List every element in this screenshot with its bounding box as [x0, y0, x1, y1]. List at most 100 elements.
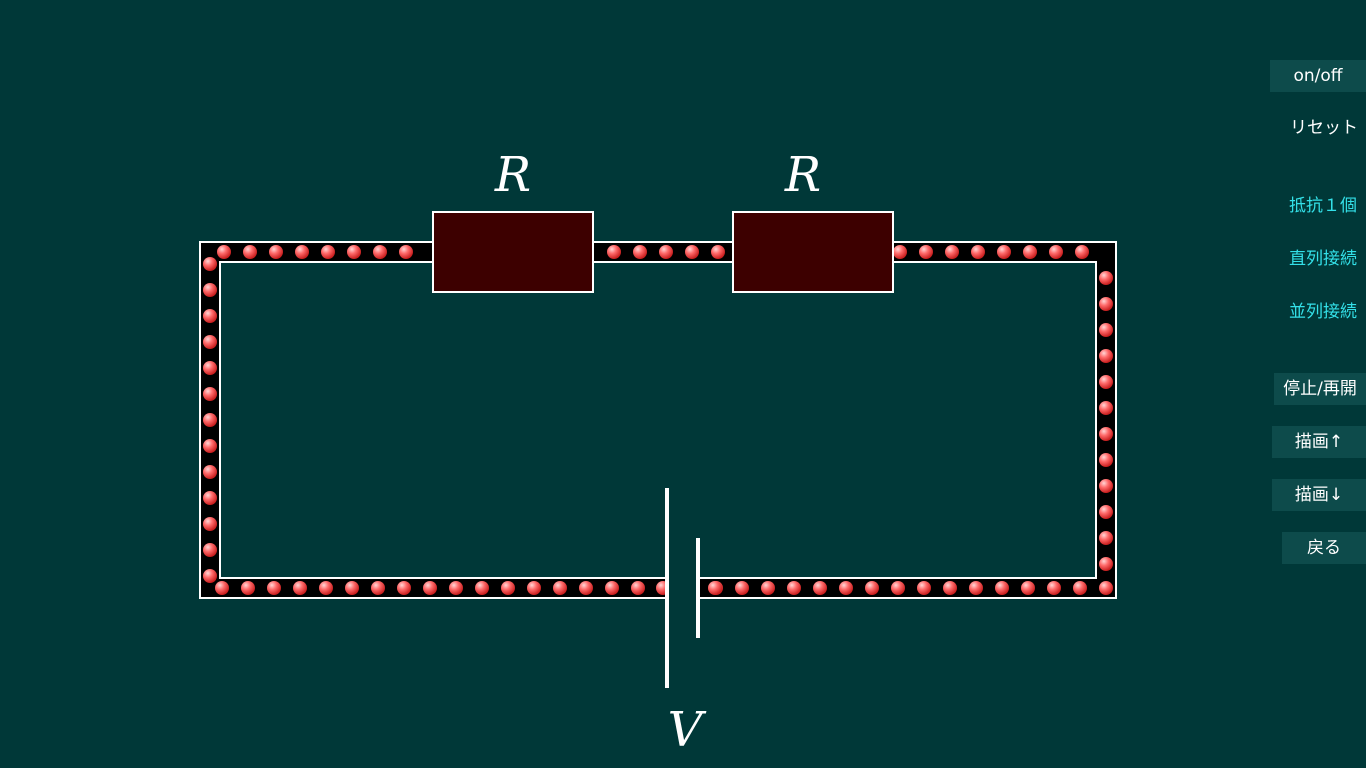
electron [267, 581, 281, 595]
electron [203, 569, 217, 583]
electron [1099, 581, 1113, 595]
electron [241, 581, 255, 595]
wire-inner-border [219, 261, 1097, 579]
electron [243, 245, 257, 259]
electron [397, 581, 411, 595]
electron [553, 581, 567, 595]
electron [1099, 297, 1113, 311]
electron [659, 245, 673, 259]
electron [708, 581, 722, 595]
electron [203, 283, 217, 297]
electron [203, 491, 217, 505]
resistor-2-label: R [784, 147, 821, 203]
electron [371, 581, 385, 595]
electron [423, 581, 437, 595]
battery-gap [669, 572, 696, 602]
electron [293, 581, 307, 595]
electron [1099, 401, 1113, 415]
electron [1099, 323, 1113, 337]
electron [839, 581, 853, 595]
electron [1099, 375, 1113, 389]
electron [269, 245, 283, 259]
electron [203, 465, 217, 479]
electron [605, 581, 619, 595]
electron [475, 581, 489, 595]
electron [995, 581, 1009, 595]
back-button[interactable]: 戻る [1282, 532, 1366, 564]
electron [319, 581, 333, 595]
electron [865, 581, 879, 595]
electron [347, 245, 361, 259]
electron [203, 413, 217, 427]
electron [631, 581, 645, 595]
electron [1099, 505, 1113, 519]
one-resistor-button[interactable]: 抵抗１個 [1280, 190, 1366, 222]
electron [449, 581, 463, 595]
draw-up-button[interactable]: 描画↑ [1272, 426, 1366, 458]
on-off-button[interactable]: on/off [1270, 60, 1366, 92]
electron [203, 335, 217, 349]
electron [203, 309, 217, 323]
electron [971, 245, 985, 259]
electron [321, 245, 335, 259]
electron [1073, 581, 1087, 595]
resistor-1 [432, 211, 594, 293]
electron [761, 581, 775, 595]
battery-label: V [668, 702, 707, 758]
resistor-1-label: R [494, 147, 531, 203]
electron [893, 245, 907, 259]
electron [579, 581, 593, 595]
electron [945, 245, 959, 259]
electron [203, 439, 217, 453]
electron [607, 245, 621, 259]
electron [1099, 427, 1113, 441]
electron [203, 387, 217, 401]
electron [1099, 557, 1113, 571]
series-connection-button[interactable]: 直列接続 [1280, 243, 1366, 275]
wire-band [201, 243, 1115, 597]
electron [1099, 453, 1113, 467]
electron [373, 245, 387, 259]
electron [295, 245, 309, 259]
electron [685, 245, 699, 259]
electron [943, 581, 957, 595]
electron [1021, 581, 1035, 595]
electron [1023, 245, 1037, 259]
electron [345, 581, 359, 595]
resistor-2 [732, 211, 894, 293]
electron [711, 245, 725, 259]
electron [813, 581, 827, 595]
electron [527, 581, 541, 595]
electron [787, 581, 801, 595]
electron [1049, 245, 1063, 259]
electron [203, 543, 217, 557]
draw-down-button[interactable]: 描画↓ [1272, 479, 1366, 511]
electron [891, 581, 905, 595]
electron [215, 581, 229, 595]
electron [633, 245, 647, 259]
electron [399, 245, 413, 259]
electron [1099, 531, 1113, 545]
electron [1099, 479, 1113, 493]
electron [997, 245, 1011, 259]
electron [203, 361, 217, 375]
electron [1099, 349, 1113, 363]
electron [917, 581, 931, 595]
wire-outer-border [199, 241, 1117, 599]
electron [969, 581, 983, 595]
electron [1075, 245, 1089, 259]
electron [1099, 271, 1113, 285]
electron [735, 581, 749, 595]
electron [203, 517, 217, 531]
electron [203, 257, 217, 271]
pause-resume-button[interactable]: 停止/再開 [1274, 373, 1366, 405]
parallel-connection-button[interactable]: 並列接続 [1280, 296, 1366, 328]
electron [919, 245, 933, 259]
electron [501, 581, 515, 595]
electron [1047, 581, 1061, 595]
electron-group [203, 245, 1113, 595]
reset-button[interactable]: リセット [1282, 112, 1366, 144]
electron [217, 245, 231, 259]
